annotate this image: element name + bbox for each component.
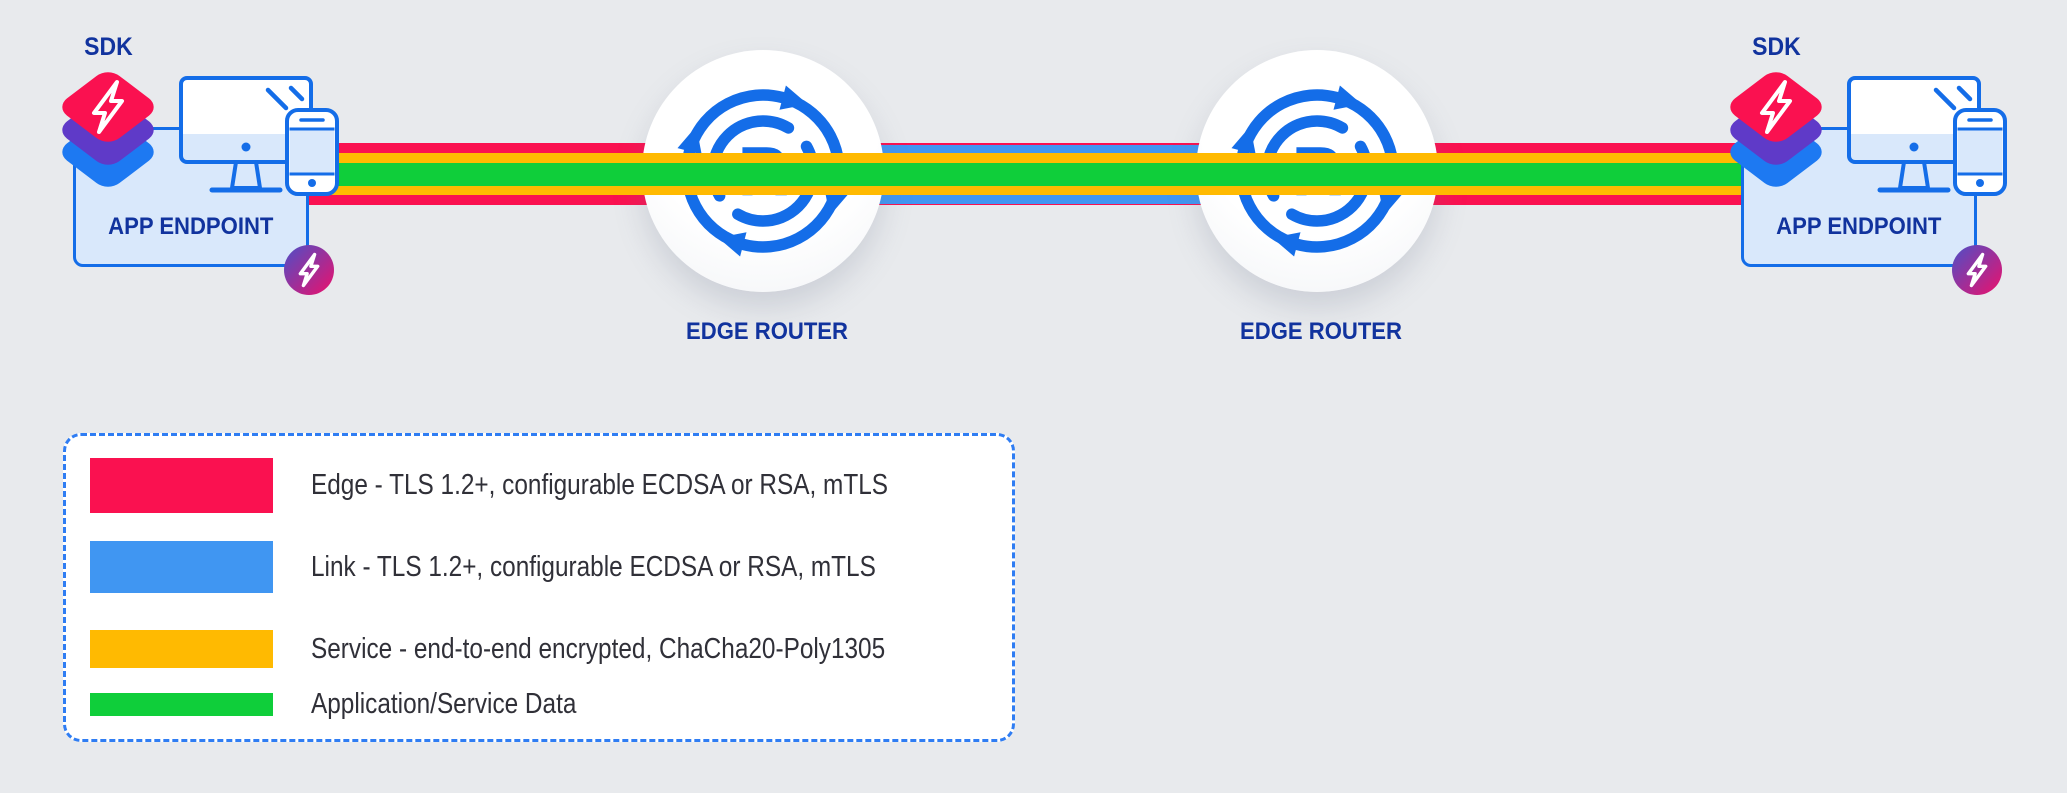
screen-reflection-icon [265,85,305,111]
sdk-stack-icon [1730,72,1822,187]
legend-swatch-data [90,693,273,716]
service-stripe-top [298,153,1778,163]
legend-label-data: Application/Service Data [311,688,577,720]
link-stripe-bottom [763,195,1317,204]
edge-router-label-right: EDGE ROUTER [1240,318,1402,345]
lightning-bolt-icon [92,80,124,134]
phone-icon [285,108,339,196]
screen-reflection-icon [1933,85,1973,111]
sdk-stack-icon [62,72,154,187]
legend-swatch-service [90,630,273,668]
ziti-badge-icon [284,245,334,295]
service-stripe-bottom [298,186,1778,195]
legend-swatch-link [90,541,273,593]
phone-icon [1953,108,2007,196]
link-stripe-top [763,144,1317,153]
edge-router-label-left: EDGE ROUTER [686,318,848,345]
sdk-label: SDK [83,33,133,61]
lightning-bolt-icon [1760,80,1792,134]
legend-label-edge: Edge - TLS 1.2+, configurable ECDSA or R… [311,469,889,501]
legend-box: Edge - TLS 1.2+, configurable ECDSA or R… [63,433,1015,742]
ziti-badge-icon [1952,245,2002,295]
app-endpoint-label: APP ENDPOINT [1776,213,1942,240]
data-stripe [298,163,1778,186]
sdk-label: SDK [1751,33,1801,61]
legend-label-link: Link - TLS 1.2+, configurable ECDSA or R… [311,551,876,583]
app-endpoint-label: APP ENDPOINT [108,213,274,240]
legend-swatch-edge [90,458,273,513]
legend-label-service: Service - end-to-end encrypted, ChaCha20… [311,633,886,665]
